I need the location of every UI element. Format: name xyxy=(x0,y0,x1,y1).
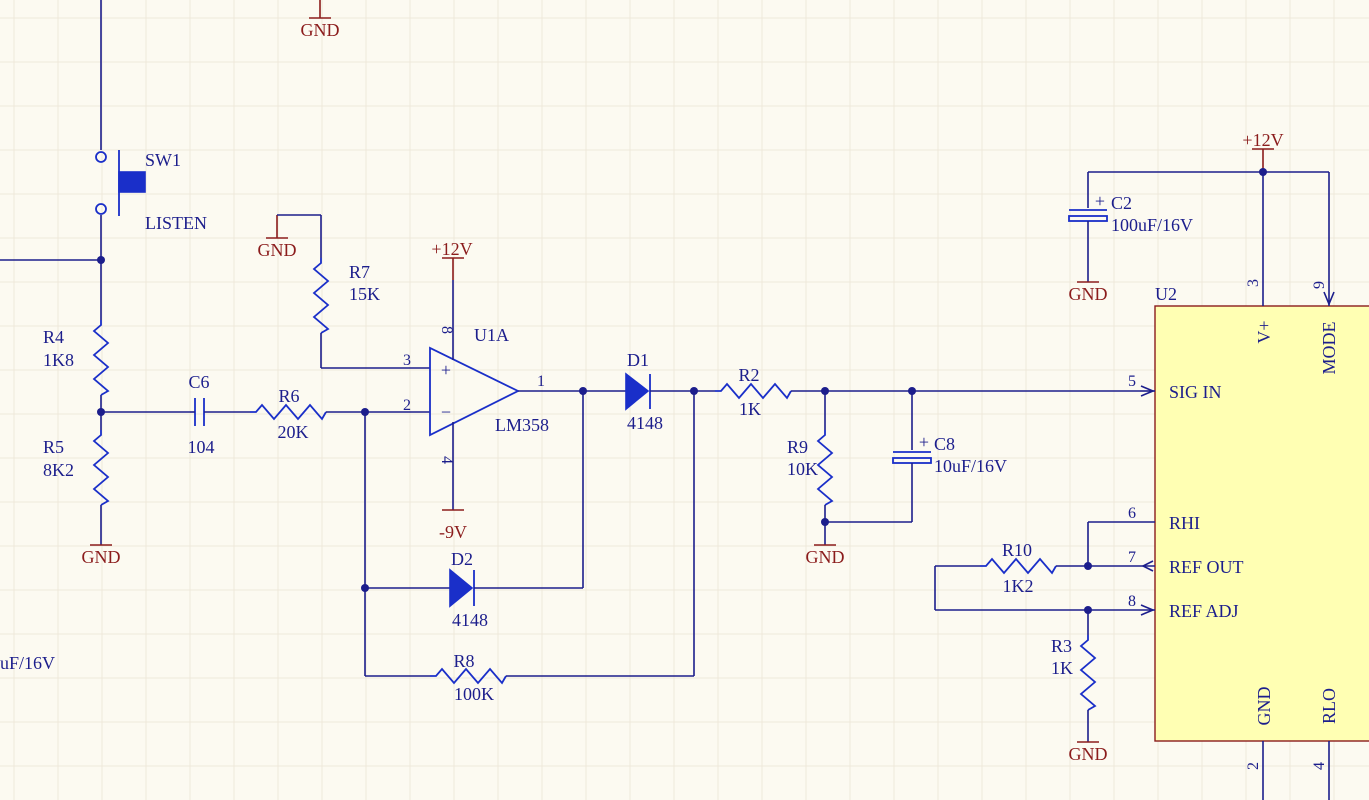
resistor-r2[interactable]: R2 1K xyxy=(715,365,792,419)
u2-pin-sigin-num: 5 xyxy=(1128,373,1136,390)
resistor-r9[interactable]: R9 10K xyxy=(787,430,834,506)
sw1-ref: SW1 xyxy=(145,150,181,170)
junction-dot xyxy=(97,408,105,416)
r3-ref: R3 xyxy=(1051,636,1072,656)
u2-pin-mode-name: MODE xyxy=(1319,321,1339,374)
gnd-label: GND xyxy=(1069,284,1108,304)
d1-value: 4148 xyxy=(627,413,663,433)
wire-left-vertical xyxy=(0,0,102,545)
offsheet-partial-label: uF/16V xyxy=(0,653,55,673)
resistor-r7[interactable]: R7 15K xyxy=(312,258,380,334)
u1a-pin2: 2 xyxy=(403,397,411,414)
capacitor-c8[interactable]: + C8 10uF/16V xyxy=(892,432,1007,476)
c6-value: 104 xyxy=(188,437,215,457)
gnd-symbol-r9: GND xyxy=(806,544,845,567)
u2-ref: U2 xyxy=(1155,284,1177,304)
resistor-r5[interactable]: R5 8K2 xyxy=(43,430,110,506)
r3-value: 1K xyxy=(1051,658,1073,678)
r4-ref: R4 xyxy=(43,327,64,347)
u2-pin-vplus-name: V+ xyxy=(1254,320,1274,343)
c8-ref: C8 xyxy=(934,434,955,454)
r6-ref: R6 xyxy=(278,386,299,406)
r10-ref: R10 xyxy=(1002,540,1032,560)
u1a-pin1: 1 xyxy=(537,373,545,390)
c8-value: 10uF/16V xyxy=(934,456,1007,476)
junction-dot xyxy=(361,408,369,416)
u2-pin-refout-num: 7 xyxy=(1128,549,1136,566)
resistor-r10[interactable]: R10 1K2 xyxy=(980,540,1057,596)
r9-ref: R9 xyxy=(787,437,808,457)
u2-pin-rhi-num: 6 xyxy=(1128,505,1136,522)
resistor-r8[interactable]: R8 100K xyxy=(430,651,507,704)
u2-pin-refout-name: REF OUT xyxy=(1169,557,1244,577)
u1a-ref: U1A xyxy=(474,325,509,345)
r9-value: 10K xyxy=(787,459,818,479)
gnd-label: GND xyxy=(806,547,845,567)
u1a-pin8: 8 xyxy=(438,326,455,334)
resistor-r3[interactable]: R3 1K xyxy=(1051,635,1097,711)
r8-value: 100K xyxy=(454,684,494,704)
u2-pin-mode-num: 9 xyxy=(1311,281,1328,289)
d2-ref: D2 xyxy=(451,549,473,569)
r2-value: 1K xyxy=(739,399,761,419)
resistor-r6[interactable]: R6 20K xyxy=(250,386,430,442)
opamp-minus-sign: − xyxy=(441,402,451,422)
u2-pin-refadj-name: REF ADJ xyxy=(1169,601,1239,621)
u2-pin-refadj-num: 8 xyxy=(1128,593,1136,610)
gnd-symbol-top: GND xyxy=(301,0,340,40)
r5-value: 8K2 xyxy=(43,460,74,480)
c2-polarity: + xyxy=(1095,191,1105,211)
c2-ref: C2 xyxy=(1111,193,1132,213)
switch-sw1[interactable]: SW1 LISTEN xyxy=(95,150,207,233)
power-9v-label: -9V xyxy=(439,522,467,542)
u1a-pin3: 3 xyxy=(403,352,411,369)
r8-ref: R8 xyxy=(453,651,474,671)
r6-value: 20K xyxy=(278,422,309,442)
resistor-r4[interactable]: R4 1K8 xyxy=(43,320,110,396)
r4-value: 1K8 xyxy=(43,350,74,370)
u2-pin-gnd-name: GND xyxy=(1254,687,1274,726)
r7-value: 15K xyxy=(349,284,380,304)
c2-value: 100uF/16V xyxy=(1111,215,1193,235)
r10-value: 1K2 xyxy=(1003,576,1034,596)
u2-pin-sigin-name: SIG IN xyxy=(1169,382,1222,402)
sw1-name: LISTEN xyxy=(145,213,207,233)
d2-value: 4148 xyxy=(452,610,488,630)
opamp-plus-sign: + xyxy=(441,360,451,380)
power-12v-label: +12V xyxy=(1242,130,1283,150)
gnd-symbol-r3: GND xyxy=(1069,741,1108,764)
power-12v-label: +12V xyxy=(431,239,472,259)
u1a-part: LM358 xyxy=(495,415,549,435)
u1a-pin4: 4 xyxy=(438,456,455,464)
d1-ref: D1 xyxy=(627,350,649,370)
gnd-label: GND xyxy=(1069,744,1108,764)
gnd-label: GND xyxy=(82,547,121,567)
gnd-symbol-r5: GND xyxy=(82,544,121,567)
r2-ref: R2 xyxy=(738,365,759,385)
gnd-symbol-r7: GND xyxy=(258,215,297,260)
junction-dot xyxy=(97,256,105,264)
r7-ref: R7 xyxy=(349,262,370,282)
gnd-label: GND xyxy=(301,20,340,40)
r5-ref: R5 xyxy=(43,437,64,457)
u2-pin-rlo-num: 4 xyxy=(1311,762,1328,770)
ic-u2[interactable]: U2 3 9 V+ MODE 5 SIG IN 6 RHI 7 REF OUT … xyxy=(1088,172,1369,800)
u2-pin-rhi-name: RHI xyxy=(1169,513,1200,533)
power-9v-u1a: -9V xyxy=(439,509,467,542)
u2-pin-rlo-name: RLO xyxy=(1319,688,1339,724)
opamp-u1a[interactable]: + − 3 2 1 8 4 U1A LM358 xyxy=(403,280,583,510)
power-12v-u2: +12V xyxy=(1242,130,1284,172)
gnd-label: GND xyxy=(258,240,297,260)
capacitor-c6[interactable]: C6 104 xyxy=(188,372,251,457)
c8-polarity: + xyxy=(919,432,929,452)
diode-d2[interactable]: D2 4148 xyxy=(449,549,488,630)
ic-u2-body xyxy=(1154,305,1369,742)
u2-pin-vplus-num: 3 xyxy=(1245,279,1262,287)
c6-ref: C6 xyxy=(188,372,209,392)
gnd-symbol-c2: GND xyxy=(1069,281,1108,304)
u2-pin-gnd-num: 2 xyxy=(1245,762,1262,770)
power-12v-u1a: +12V xyxy=(431,239,473,280)
